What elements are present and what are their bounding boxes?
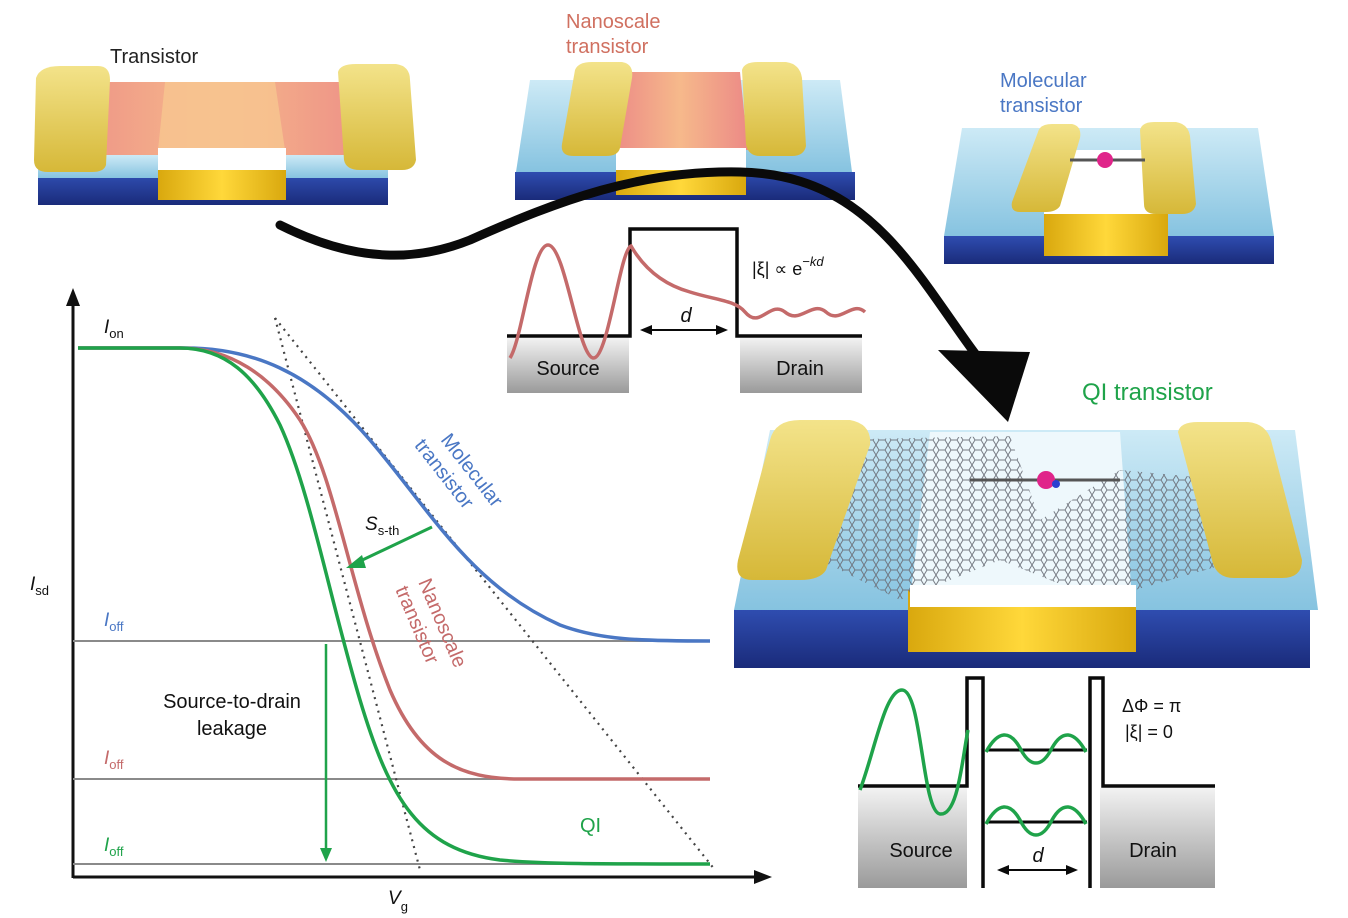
ioff-label-molecular: Ioff [104, 610, 124, 634]
leakage-label-1: Source-to-drain [163, 691, 301, 713]
x-axis-arrowhead [754, 870, 772, 884]
slope-label-main: S [365, 514, 378, 535]
y-axis-arrowhead [66, 288, 80, 306]
tunneling-source-label: Source [536, 358, 599, 380]
molecular-label-1: Molecular [1000, 70, 1087, 92]
x-axis-label: Vg [388, 888, 408, 914]
molecular-device-icon [944, 122, 1274, 264]
nanoscale-label-1: Nanoscale [566, 11, 661, 33]
ioff-label-molecular-main: I [104, 610, 110, 631]
ion-label-main: I [104, 317, 110, 338]
y-axis-label-main: I [30, 574, 36, 595]
tunneling-diagram [507, 227, 867, 393]
decay-formula-base: |ξ| ∝ e [752, 259, 802, 279]
ioff-label-molecular-sub: off [109, 619, 124, 634]
y-axis-label: Isd [30, 574, 49, 598]
nanoscale-label-2: transistor [566, 36, 649, 58]
x-axis-label-main: V [388, 888, 403, 909]
ion-label-sub: on [109, 326, 123, 341]
molecular-curve [78, 346, 711, 643]
decay-formula-exponent: −kd [802, 254, 824, 269]
qi-curve [78, 346, 711, 866]
tunneling-d-label: d [680, 305, 692, 327]
x-axis-label-sub: g [401, 899, 408, 914]
qi-xi-label: |ξ| = 0 [1125, 722, 1173, 742]
ioff-label-nanoscale: Ioff [104, 748, 124, 772]
qi-d-label: d [1032, 845, 1044, 867]
qi-interference-diagram [858, 676, 1215, 888]
slope-arrow [355, 525, 433, 565]
qi-curve-label: QI [580, 815, 601, 837]
ioff-label-nanoscale-main: I [104, 748, 110, 769]
qi-transistor-label: QI transistor [1082, 379, 1213, 406]
nanoscale-curve [78, 346, 710, 781]
ioff-label-qi-main: I [104, 835, 110, 856]
ion-label: Ion [104, 317, 124, 341]
transistor-label: Transistor [110, 46, 199, 68]
transistor-device-icon [34, 64, 416, 205]
molecular-label-2: transistor [1000, 95, 1083, 117]
leakage-label-2: leakage [197, 718, 267, 740]
qi-drain-label: Drain [1129, 840, 1177, 862]
tangent-molecular [274, 317, 716, 871]
leakage-arrowhead [320, 848, 332, 862]
ioff-label-qi: Ioff [104, 835, 124, 859]
slope-label-sub: s-th [378, 523, 400, 538]
ioff-label-nanoscale-sub: off [109, 757, 124, 772]
transfer-plot [66, 288, 772, 884]
nanoscale-curve-label: Nanoscale transistor [391, 575, 471, 671]
qi-device-icon [734, 420, 1318, 668]
qi-source-label: Source [889, 840, 952, 862]
curved-arrow-icon [275, 167, 1030, 422]
tunneling-drain-label: Drain [776, 358, 824, 380]
slope-label: Ss-th [365, 514, 399, 538]
slope-arrowhead [346, 555, 366, 568]
ioff-label-qi-sub: off [109, 844, 124, 859]
qi-phase-label: ΔΦ = π [1122, 696, 1181, 716]
decay-formula: |ξ| ∝ e−kd [752, 254, 824, 279]
y-axis-label-sub: sd [35, 583, 49, 598]
